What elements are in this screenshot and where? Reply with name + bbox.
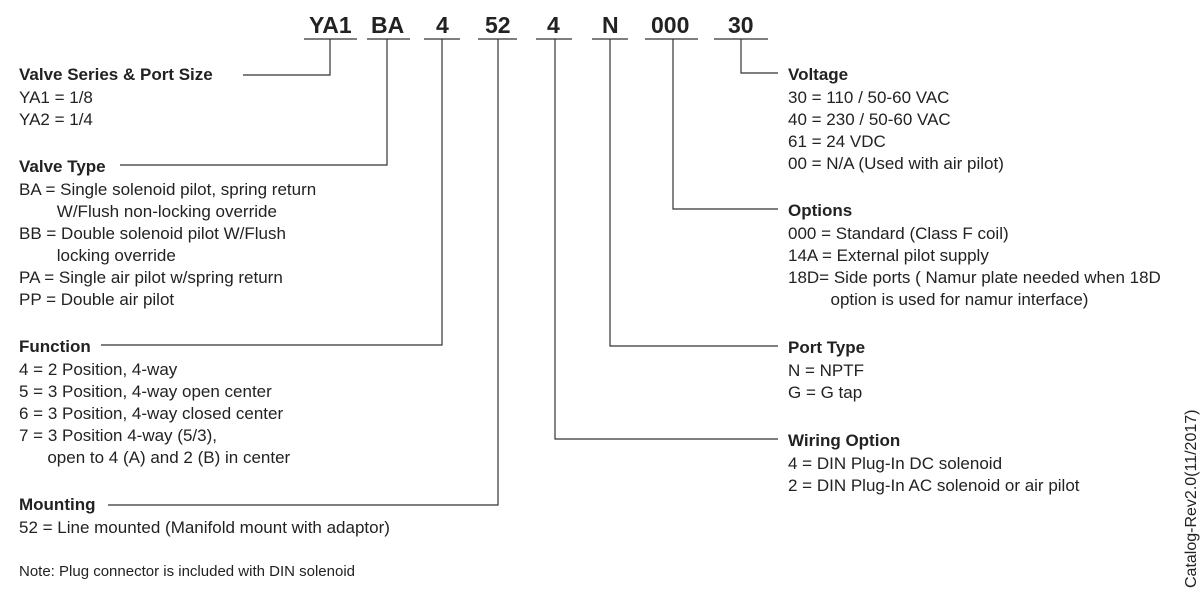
section-title: Wiring Option <box>788 431 901 450</box>
option-line: open to 4 (A) and 2 (B) in center <box>19 448 291 467</box>
code-voltage: 30 <box>728 12 754 38</box>
option-line: 7 = 3 Position 4-way (5/3), <box>19 426 217 445</box>
option-line: 18D= Side ports ( Namur plate needed whe… <box>788 268 1161 287</box>
leader-voltage <box>740 39 778 74</box>
option-line: 52 = Line mounted (Manifold mount with a… <box>19 518 390 537</box>
option-line: 00 = N/A (Used with air pilot) <box>788 154 1004 173</box>
code-wiring: 4 <box>547 12 560 38</box>
code-options: 000 <box>651 12 690 38</box>
option-line: 61 = 24 VDC <box>788 132 886 151</box>
section-title: Voltage <box>788 65 849 84</box>
option-line: 6 = 3 Position, 4-way closed center <box>19 404 284 423</box>
option-line: N = NPTF <box>788 361 865 380</box>
leader-port-type <box>609 39 778 347</box>
leader-options <box>672 39 778 210</box>
option-line: 5 = 3 Position, 4-way open center <box>19 382 272 401</box>
option-line: locking override <box>19 246 176 265</box>
option-line: PA = Single air pilot w/spring return <box>19 268 283 287</box>
leader-valve-type <box>120 39 388 166</box>
option-line: W/Flush non-locking override <box>19 202 277 221</box>
footnote: Note: Plug connector is included with DI… <box>19 563 356 580</box>
section-valve-type: Valve Type BA = Single solenoid pilot, s… <box>19 157 316 311</box>
leader-series <box>243 39 331 76</box>
option-line: 14A = External pilot supply <box>788 246 989 265</box>
code-valve-type: BA <box>371 12 405 38</box>
section-function: Function 4 = 2 Position, 4-way 5 = 3 Pos… <box>19 337 290 469</box>
section-port-type: Port Type N = NPTF G = G tap <box>788 338 865 404</box>
option-line: 4 = 2 Position, 4-way <box>19 360 178 379</box>
section-voltage: Voltage 30 = 110 / 50-60 VAC 40 = 230 / … <box>788 65 1004 175</box>
section-wiring-option: Wiring Option 4 = DIN Plug-In DC solenoi… <box>788 431 1080 497</box>
option-line: YA2 = 1/4 <box>19 110 93 129</box>
option-line: 000 = Standard (Class F coil) <box>788 224 1009 243</box>
code-port-type: N <box>602 12 619 38</box>
option-line: 40 = 230 / 50-60 VAC <box>788 110 951 129</box>
code-series: YA1 <box>309 12 352 38</box>
section-valve-series: Valve Series & Port Size YA1 = 1/8 YA2 =… <box>19 65 213 131</box>
section-title: Valve Type <box>19 157 106 176</box>
leader-function <box>101 39 443 346</box>
option-line: YA1 = 1/8 <box>19 88 93 107</box>
section-title: Function <box>19 337 91 356</box>
section-options: Options 000 = Standard (Class F coil) 14… <box>788 201 1161 311</box>
option-line: 30 = 110 / 50-60 VAC <box>788 88 950 107</box>
option-line: BA = Single solenoid pilot, spring retur… <box>19 180 317 199</box>
code-mounting: 52 <box>485 12 511 38</box>
section-mounting: Mounting 52 = Line mounted (Manifold mou… <box>19 495 390 539</box>
section-title: Options <box>788 201 853 220</box>
leader-wiring <box>554 39 778 440</box>
option-line: option is used for namur interface) <box>788 290 1089 309</box>
section-title: Valve Series & Port Size <box>19 65 213 84</box>
option-line: BB = Double solenoid pilot W/Flush <box>19 224 286 243</box>
option-line: PP = Double air pilot <box>19 290 175 309</box>
catalog-revision-label: Catalog-Rev2.0(11/2017) <box>1183 409 1200 588</box>
leader-mounting <box>108 39 499 506</box>
code-function: 4 <box>436 12 449 38</box>
option-line: G = G tap <box>788 383 863 402</box>
section-title: Port Type <box>788 338 866 357</box>
option-line: 4 = DIN Plug-In DC solenoid <box>788 454 1003 473</box>
option-line: 2 = DIN Plug-In AC solenoid or air pilot <box>788 476 1080 495</box>
section-title: Mounting <box>19 495 96 514</box>
